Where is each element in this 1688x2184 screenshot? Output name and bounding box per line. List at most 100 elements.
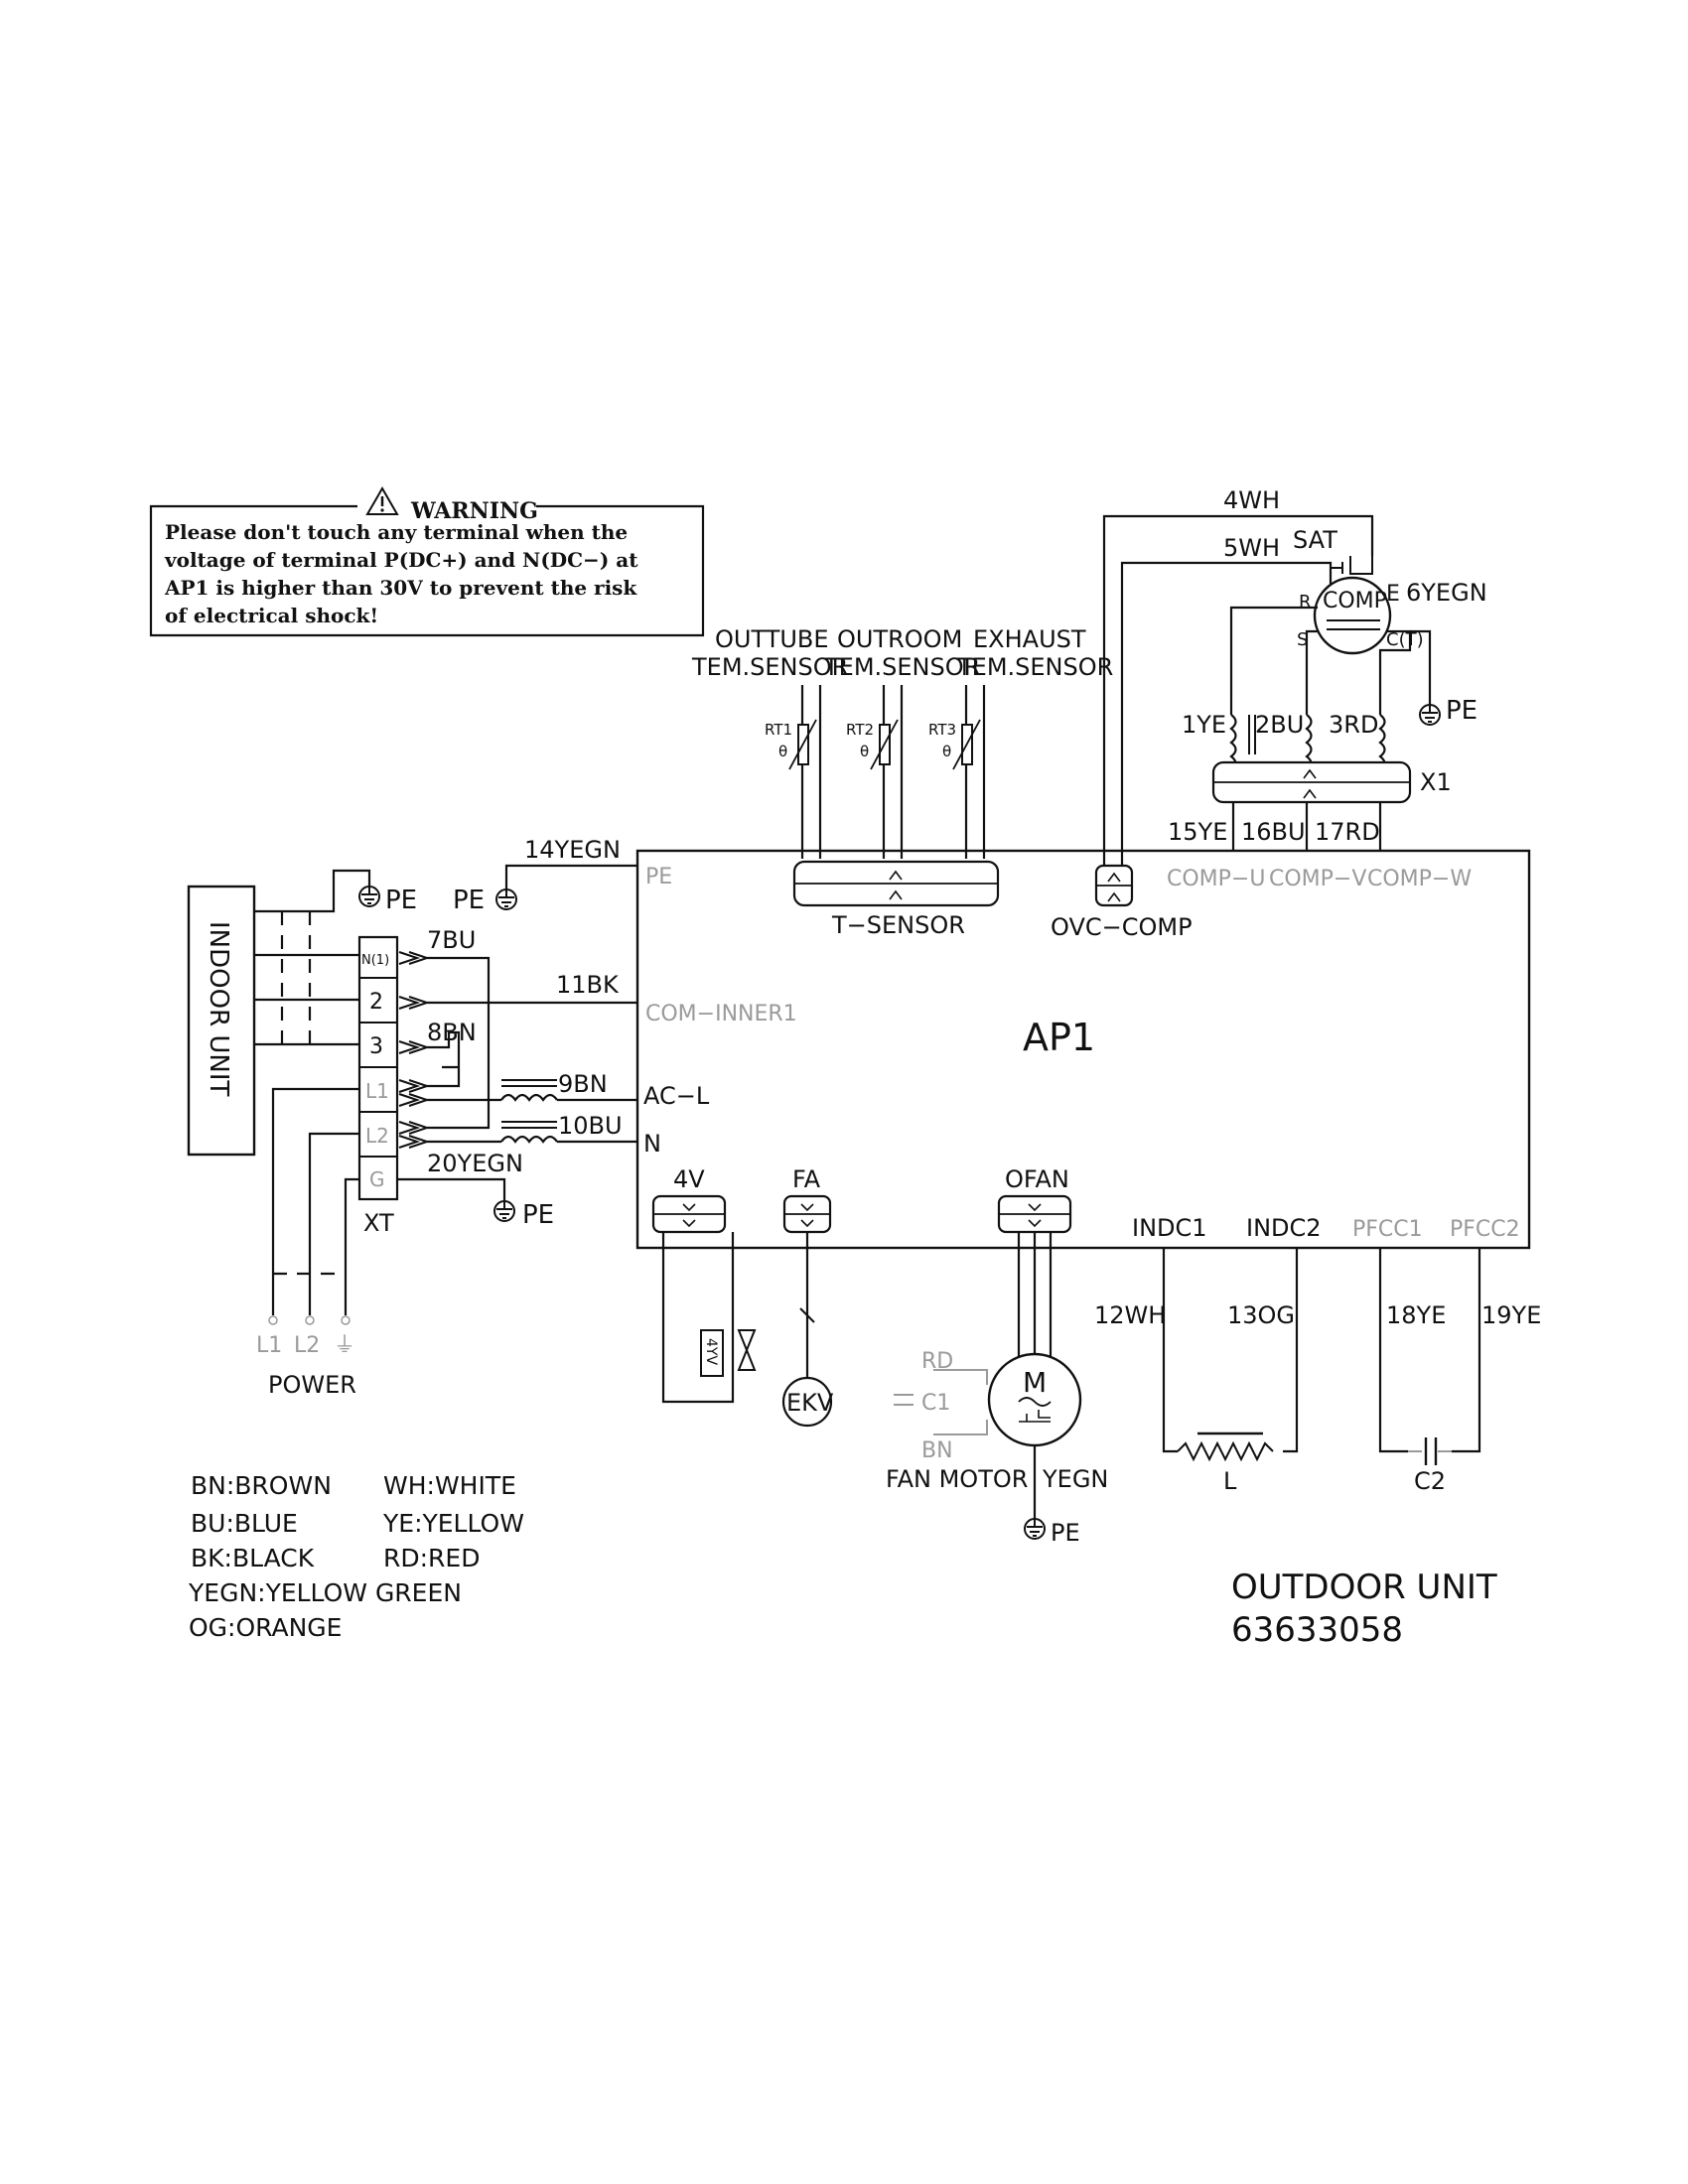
warning-title: WARNING <box>410 498 538 524</box>
capacitor-c1-label: C1 <box>921 1391 950 1416</box>
wire-6yegn-label: 6YEGN <box>1406 579 1487 607</box>
wire-yegn-label: YEGN <box>1042 1465 1108 1493</box>
terminal-indc1: INDC1 <box>1132 1214 1207 1242</box>
wire-16bu-label: 16BU <box>1241 818 1306 846</box>
xt-terminal-2: 2 <box>369 990 383 1015</box>
indoor-unit-label: INDOOR UNIT <box>204 921 233 1097</box>
wire-12wh-label: 12WH <box>1094 1301 1166 1329</box>
terminal-indc2: INDC2 <box>1246 1214 1322 1242</box>
wire-11bk-label: 11BK <box>556 971 620 999</box>
sensor-outroom-label-2: TEM.SENSOR <box>823 653 980 681</box>
fa-label: FA <box>792 1165 821 1193</box>
legend-item: BU:BLUE <box>191 1509 298 1538</box>
fourv-label: 4V <box>673 1165 705 1193</box>
power-earth-icon: ⏚ <box>334 1333 355 1358</box>
sensor-outtube-label-2: TEM.SENSOR <box>691 653 848 681</box>
ekv-icon <box>781 1376 833 1428</box>
main-board-label: AP1 <box>1023 1016 1095 1059</box>
warning-line-4: of electrical shock! <box>165 604 378 627</box>
legend-item: OG:ORANGE <box>189 1613 342 1642</box>
terminal-comp-v: COMP−V <box>1269 867 1366 891</box>
compressor-e-label: E <box>1386 582 1400 607</box>
warning-line-1: Please don't touch any terminal when the <box>165 520 628 544</box>
xt-terminal-l2: L2 <box>365 1124 389 1148</box>
valve-coil-4yv <box>700 1329 724 1377</box>
legend-item: YEGN:YELLOW GREEN <box>188 1578 462 1607</box>
rt3-label: RT3 <box>928 721 956 739</box>
indoor-unit-box <box>187 885 256 1157</box>
sensor-exhaust-label-2: TEM.SENSOR <box>956 653 1113 681</box>
wire-20yegn-label: 20YEGN <box>427 1150 523 1177</box>
warning-triangle-icon <box>365 485 399 515</box>
sat-label: SAT <box>1293 526 1337 554</box>
terminal-n: N <box>643 1130 661 1158</box>
wire-rd-label: RD <box>921 1349 953 1374</box>
xt-terminal-n1: N(1) <box>361 953 389 968</box>
wire-1ye-label: 1YE <box>1182 711 1226 739</box>
terminal-ac-l: AC−L <box>643 1082 710 1110</box>
ground-pe-1: PE <box>385 886 417 915</box>
wire-7bu-label: 7BU <box>427 926 476 954</box>
compressor-c-label: C(T) <box>1386 629 1424 650</box>
rt1-label: RT1 <box>765 721 792 739</box>
xt-terminal-3: 3 <box>369 1034 383 1059</box>
compressor-label: COMP <box>1323 589 1387 614</box>
rt2-label: RT2 <box>846 721 874 739</box>
rt2-theta: θ <box>860 743 869 760</box>
sensor-outtube-label-1: OUTTUBE <box>715 625 829 653</box>
compressor-icon <box>1313 576 1392 655</box>
unit-title: OUTDOOR UNIT <box>1231 1568 1497 1607</box>
legend-item: YE:YELLOW <box>382 1509 524 1538</box>
wire-bn-label: BN <box>921 1438 953 1463</box>
sensor-exhaust-label-1: EXHAUST <box>973 625 1086 653</box>
rt1-theta: θ <box>778 743 787 760</box>
wire-4wh-label: 4WH <box>1223 486 1280 514</box>
temperature-sensors: OUTTUBE TEM.SENSOR OUTROOM TEM.SENSOR EX… <box>691 625 1113 939</box>
wire-2bu-label: 2BU <box>1255 711 1304 739</box>
indoor-connection: INDOOR UNIT PE N(1) 2 3 L1 L2 G XT 7BU <box>187 836 637 1399</box>
wire-5wh-label: 5WH <box>1223 534 1280 562</box>
wire-10bu-label: 10BU <box>558 1112 623 1140</box>
wire-18ye-label: 18YE <box>1386 1301 1446 1329</box>
xt-label: XT <box>363 1209 394 1237</box>
wire-8bn-label: 8BN <box>427 1019 477 1046</box>
wire-14yegn-label: 14YEGN <box>524 836 621 864</box>
power-label: POWER <box>268 1371 356 1399</box>
main-board-ap1 <box>635 849 1531 1250</box>
rt3-theta: θ <box>942 743 951 760</box>
ekv-label: EKV <box>786 1389 834 1417</box>
terminal-comp-w: COMP−W <box>1367 867 1472 891</box>
capacitor-c2-label: C2 <box>1414 1467 1446 1495</box>
wire-17rd-label: 17RD <box>1315 818 1380 846</box>
xt-terminal-g: G <box>369 1167 385 1191</box>
x1-label: X1 <box>1420 768 1452 796</box>
ofan-label: OFAN <box>1005 1165 1069 1193</box>
compressor-pe-label: PE <box>1446 696 1477 726</box>
warning-box: WARNING Please don't touch any terminal … <box>149 485 705 637</box>
fan-motor-m-label: M <box>1023 1366 1047 1399</box>
color-legend: BN:BROWN WH:WHITE BU:BLUE YE:YELLOW BK:B… <box>188 1471 524 1642</box>
sensor-outroom-label-1: OUTROOM <box>837 625 962 653</box>
terminal-com-inner1: COM−INNER1 <box>645 1002 797 1026</box>
valve-icon <box>737 1329 757 1371</box>
ground-pe-2: PE <box>453 886 485 915</box>
ovc-comp-label: OVC−COMP <box>1051 913 1193 941</box>
legend-item: WH:WHITE <box>383 1471 516 1500</box>
wire-19ye-label: 19YE <box>1481 1301 1541 1329</box>
power-l2-label: L2 <box>294 1333 320 1358</box>
ground-pe-4: PE <box>1051 1519 1080 1547</box>
terminal-comp-u: COMP−U <box>1167 867 1265 891</box>
compressor-section: OVC−COMP 4WH 5WH SAT COMP R S C(T) E 6YE… <box>1051 486 1487 941</box>
compressor-r-label: R <box>1299 592 1312 613</box>
valve-label: 4YV <box>703 1338 719 1365</box>
power-l1-label: L1 <box>256 1333 282 1358</box>
wire-15ye-label: 15YE <box>1168 818 1227 846</box>
fan-motor-label: FAN MOTOR <box>886 1465 1028 1493</box>
terminal-pfcc1: PFCC1 <box>1352 1217 1423 1242</box>
board-loads: 4V 4YV FA EKV OFAN M PE YEGN FAN MOTOR R… <box>651 1165 1541 1547</box>
warning-line-3: AP1 is higher than 30V to prevent the ri… <box>164 576 637 600</box>
wire-9bn-label: 9BN <box>558 1070 608 1098</box>
unit-number: 63633058 <box>1231 1610 1403 1650</box>
compressor-s-label: S <box>1297 629 1308 650</box>
